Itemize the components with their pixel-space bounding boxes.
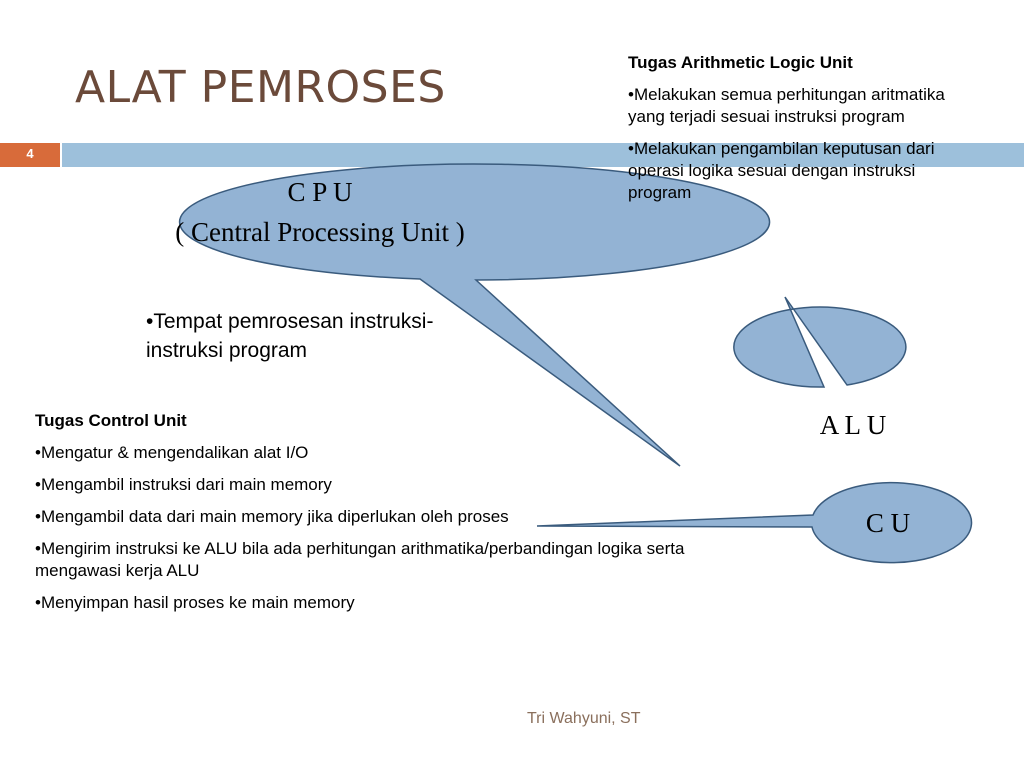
cu-task-item: •Mengambil instruksi dari main memory [35, 475, 332, 494]
alu-tasks: Tugas Arithmetic Logic Unit •Melakukan s… [628, 52, 973, 214]
alu-label: A L U [819, 410, 887, 440]
alu-task-item: •Melakukan semua perhitungan aritmatika … [628, 85, 945, 126]
slide-title: ALAT PEMROSES [75, 62, 446, 113]
footer-author: Tri Wahyuni, ST [527, 710, 641, 727]
cpu-description: •Tempat pemrosesan instruksi-instruksi p… [146, 310, 434, 362]
cpu-label: C P U [287, 177, 353, 207]
cu-task-item: •Menyimpan hasil proses ke main memory [35, 593, 355, 612]
cu-tasks-heading: Tugas Control Unit [35, 411, 187, 430]
alu-callout [733, 296, 907, 388]
cpu-fullname: ( Central Processing Unit ) [175, 217, 465, 247]
accent-bar [62, 143, 1024, 167]
slide-number: 4 [26, 146, 34, 161]
cpu-callout [178, 163, 771, 467]
cu-callout [536, 481, 973, 564]
cu-label: C U [865, 508, 911, 538]
cu-tasks: Tugas Control Unit •Mengatur & mengendal… [35, 410, 695, 624]
cu-task-item: •Mengambil data dari main memory jika di… [35, 507, 509, 526]
alu-tasks-heading: Tugas Arithmetic Logic Unit [628, 53, 853, 72]
alu-task-item: •Melakukan pengambilan keputusan dari op… [628, 139, 935, 202]
cu-task-item: •Mengatur & mengendalikan alat I/O [35, 443, 309, 462]
cu-task-item: •Mengirim instruksi ke ALU bila ada perh… [35, 539, 685, 580]
slide-number-box [0, 143, 60, 167]
